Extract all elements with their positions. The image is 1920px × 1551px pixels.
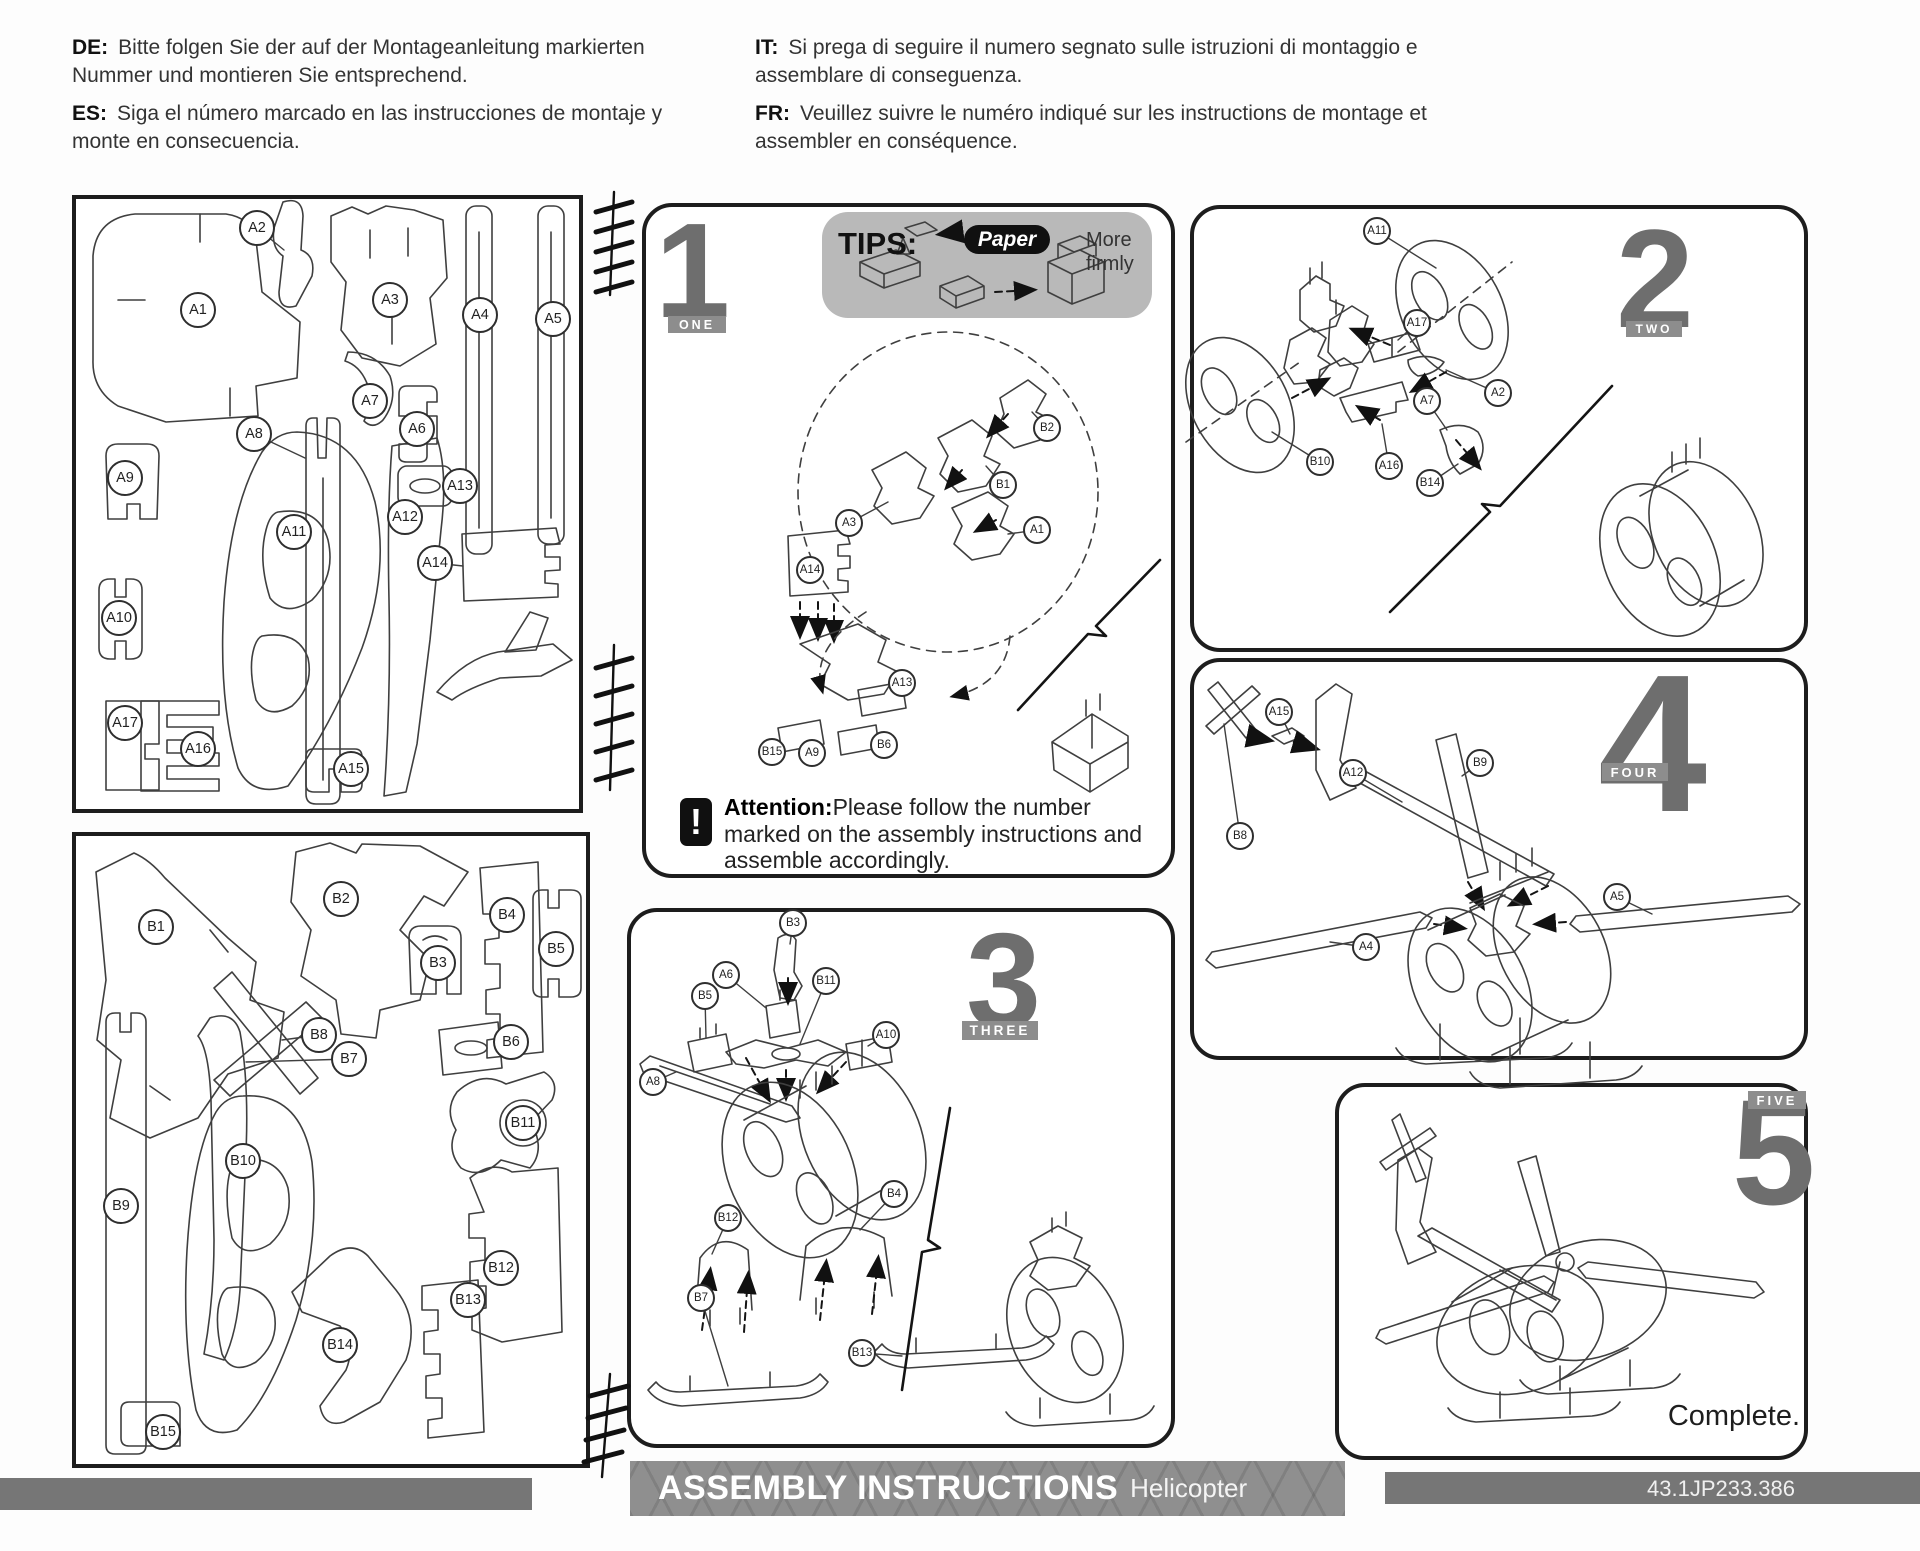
step-panel-2 (1190, 205, 1808, 652)
intro-it-text: Si prega di seguire il numero segnato su… (755, 36, 1418, 87)
paper-pill-label: Paper (964, 225, 1050, 254)
banner-title: ASSEMBLY INSTRUCTIONS (658, 1469, 1119, 1507)
tips-title: TIPS: (838, 226, 918, 261)
step-panel-4 (1190, 658, 1808, 1060)
step2-number: 2 (1616, 200, 1694, 357)
step5-word: FIVE (1748, 1091, 1806, 1109)
banner-subtitle: Helicopter (1130, 1473, 1248, 1503)
attention-icon: ! (680, 798, 712, 846)
intro-fr: FR:Veuillez suivre le numéro indiqué sur… (755, 100, 1467, 156)
step5-number: 5 (1732, 1068, 1815, 1236)
binding-coil-icon (581, 190, 635, 1479)
intro-de-text: Bitte folgen Sie der auf der Montageanle… (72, 36, 645, 87)
step1-word: ONE (668, 316, 726, 333)
intro-es-prefix: ES: (72, 102, 108, 125)
footer-bar-right (1385, 1472, 1920, 1504)
assembly-banner: ASSEMBLY INSTRUCTIONS Helicopter (630, 1461, 1345, 1516)
footer-code: 43.1JP233.386 (1647, 1476, 1796, 1501)
tips-more-note: More firmly (1086, 229, 1134, 275)
step2-word: TWO (1626, 321, 1682, 337)
footer-bar-left (0, 1478, 532, 1510)
intro-es: ES:Siga el número marcado en las instruc… (72, 100, 720, 156)
intro-it-prefix: IT: (755, 36, 779, 59)
step3-word: THREE (962, 1021, 1038, 1040)
intro-es-text: Siga el número marcado en las instruccio… (72, 102, 663, 153)
step3-number: 3 (966, 905, 1041, 1056)
intro-it: IT:Si prega di seguire il numero segnato… (755, 34, 1467, 90)
attention-text: Attention:Please follow the number marke… (724, 794, 1166, 874)
complete-label: Complete. (1667, 1400, 1800, 1432)
attention-body: Please follow the number marked on the a… (724, 794, 1143, 873)
intro-fr-text: Veuillez suivre le numéro indiqué sur le… (755, 102, 1427, 153)
intro-fr-prefix: FR: (755, 102, 790, 125)
intro-de: DE:Bitte folgen Sie der auf der Montagea… (72, 34, 720, 90)
sheet-panel-b (72, 832, 590, 1468)
attention-bold: Attention: (724, 794, 833, 820)
step-panel-3 (627, 908, 1175, 1448)
step4-number: 4 (1598, 634, 1707, 853)
step1-number: 1 (655, 195, 730, 346)
sheet-panel-a (72, 195, 583, 813)
step4-word: FOUR (1602, 763, 1668, 781)
intro-de-prefix: DE: (72, 36, 109, 59)
